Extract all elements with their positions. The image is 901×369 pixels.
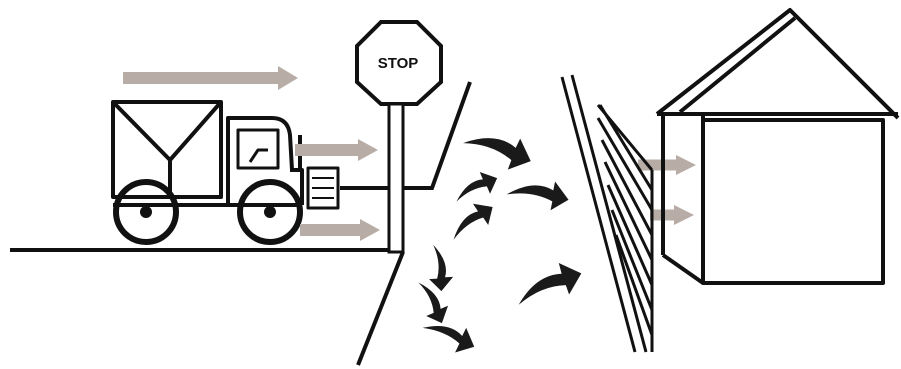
barrier-line [358,82,470,365]
swirl-arrow [459,125,535,175]
stop-sign-icon: STOP [340,22,441,252]
swirl-arrow [423,242,455,292]
barrier-fence-icon [562,75,652,352]
swirl-arrow [418,314,479,358]
swirl-arrow [510,256,587,315]
tractor-icon [113,102,338,242]
swirl-arrow [506,177,570,211]
stop-sign-label: STOP [378,55,419,72]
swirl-arrow [449,166,502,210]
house-icon [657,10,898,283]
wind-swirl-arrows [410,125,587,358]
swirl-arrow [444,195,500,248]
